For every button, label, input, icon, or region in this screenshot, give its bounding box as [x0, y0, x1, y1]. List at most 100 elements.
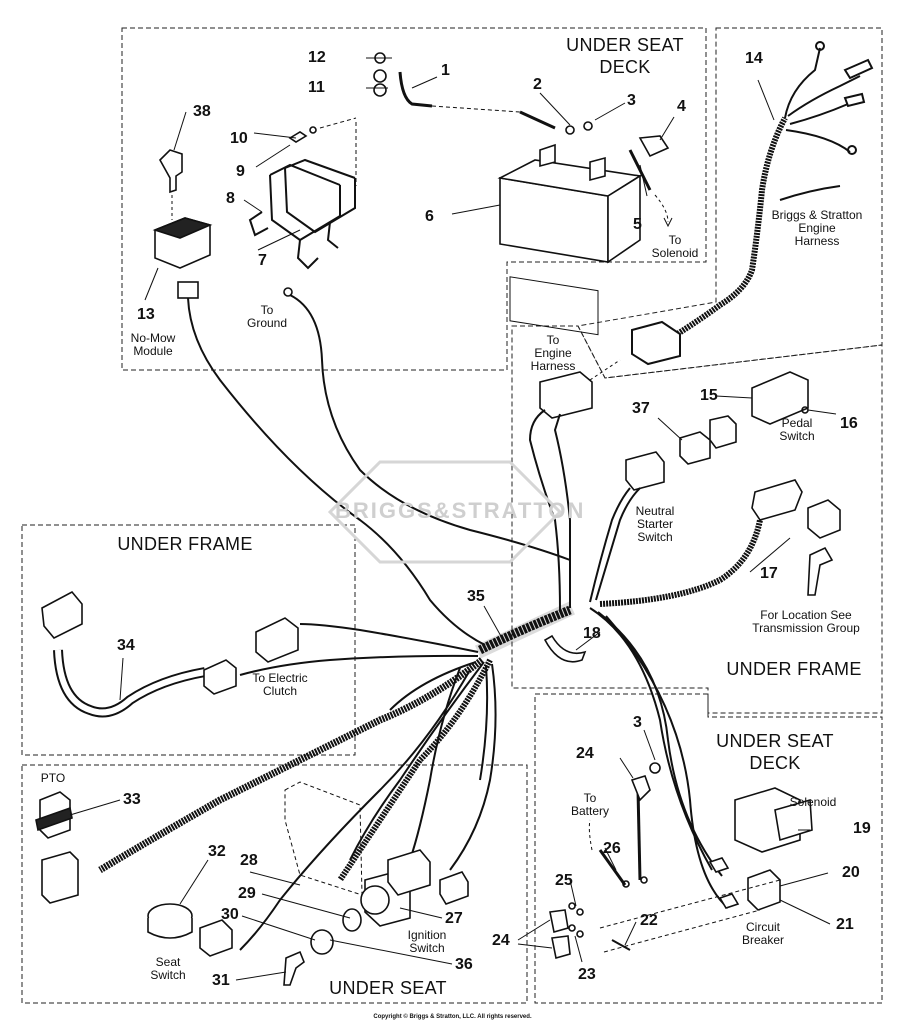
label-line: Breaker: [741, 933, 785, 947]
battery-terminal-neg: [539, 143, 556, 168]
right-devices: [539, 359, 841, 663]
spade-terminal-2: [843, 92, 866, 108]
engine-harness-plug: [539, 371, 593, 419]
border-under-seat-deck-bottom: [534, 693, 883, 1004]
to-engine-harness-arrow: [589, 359, 621, 381]
region-under-seat-bottom: UNDER SEAT: [329, 978, 447, 998]
under-seat-devices: [35, 781, 469, 986]
connector-37a: [679, 431, 711, 465]
branch-solenoid-b: [597, 611, 723, 877]
label-line: No-Mow: [130, 331, 176, 345]
branch-pedal: [599, 519, 763, 607]
watermark-frame: [327, 460, 563, 564]
label-no-mow-module: No-Mow Module: [118, 332, 188, 358]
ring-terminal-2: [847, 145, 857, 155]
spade-terminal-1: [843, 58, 874, 80]
seat-connector: [199, 919, 233, 957]
callout-38: 38: [193, 103, 211, 120]
battery-terminal-pos: [589, 156, 606, 182]
branch-solenoid-a: [589, 607, 713, 871]
ring-terminal-top: [815, 41, 825, 51]
terminal-a: [708, 857, 730, 873]
callout-29: 29: [238, 885, 256, 902]
module-13-top: [152, 217, 213, 239]
label-for-location: For Location See Transmission Group: [738, 609, 874, 635]
harness-34-inner: [55, 649, 206, 716]
key-38: [159, 149, 183, 194]
washer-25b: [576, 908, 584, 916]
nut-29: [342, 908, 362, 932]
branch-seat: [239, 669, 471, 951]
callout-34: 34: [117, 637, 135, 654]
pedal-connector: [751, 479, 803, 521]
label-pto: PTO: [40, 771, 66, 785]
part-17-key: [807, 546, 834, 596]
harness-35-cover: [475, 601, 575, 659]
region-under-frame-left: UNDER FRAME: [117, 534, 253, 554]
branch-pto: [98, 657, 485, 874]
connector-small: [439, 871, 469, 905]
label-line: Seat: [155, 955, 181, 969]
label-line: Circuit: [745, 920, 780, 934]
harness-35-trunk: [477, 605, 572, 655]
callout-25: 25: [555, 872, 573, 889]
callout-3: 3: [627, 92, 636, 109]
label-line: To: [583, 791, 597, 805]
washer-ring-a: [622, 880, 630, 888]
branch-pto-b: [389, 661, 477, 711]
bolt-9: [288, 131, 308, 143]
branch-ignition-b: [349, 661, 485, 861]
label-line: Module: [133, 344, 173, 358]
label-line: Switch: [150, 968, 186, 982]
callout-11: 11: [308, 79, 325, 96]
engine-harness-wire-b: [787, 75, 861, 117]
region-under-frame-right: UNDER FRAME: [726, 659, 862, 679]
label-to-solenoid: To Solenoid: [640, 234, 710, 260]
callout-18: 18: [583, 625, 601, 642]
branch-clutch: [299, 623, 479, 653]
label-line: Transmission Group: [752, 621, 860, 635]
branch-to-engine-plug-b: [553, 413, 572, 608]
label-to-electric-clutch: To Electric Clutch: [240, 672, 320, 698]
callout-3-bottom: 3: [633, 714, 642, 731]
callout-10: 10: [230, 130, 248, 147]
callout-21: 21: [836, 916, 854, 933]
under-frame-left-devices: [41, 590, 299, 718]
callout-17: 17: [760, 565, 778, 582]
region-under-seat-deck-top: UNDER SEAT DECK: [555, 34, 695, 78]
label-line: To Electric: [252, 671, 308, 685]
callout-9: 9: [236, 163, 245, 180]
callout-32: 32: [208, 843, 226, 860]
module-wire: [187, 297, 486, 646]
label-line: Battery: [570, 804, 609, 818]
main-harness: [98, 409, 763, 951]
part-17-switch: [807, 499, 841, 539]
engine-harness-wire-a: [784, 47, 821, 119]
engine-harness-wire-c: [789, 103, 849, 125]
callout-26: 26: [603, 840, 621, 857]
washer-2: [565, 125, 575, 135]
branch-down: [449, 663, 497, 871]
washer-25a: [568, 902, 576, 910]
cable-26b: [636, 789, 642, 881]
callout-27: 27: [445, 910, 463, 927]
callout-36: 36: [455, 956, 473, 973]
label-line: Harness: [794, 234, 840, 248]
clutch-connector-b: [203, 659, 237, 695]
callout-30: 30: [221, 906, 239, 923]
under-seat-deck-bottom-devices: [549, 762, 813, 960]
cable-26: [598, 849, 627, 886]
washer-11a: [373, 69, 387, 83]
ground-wire: [289, 294, 571, 561]
region-line: UNDER SEAT: [716, 731, 834, 751]
engine-harness-wire-e: [779, 185, 841, 201]
label-to-battery: To Battery: [560, 792, 620, 818]
callout-4: 4: [677, 98, 686, 115]
washer-23b: [576, 930, 584, 938]
label-line: For Location See: [760, 608, 852, 622]
callout-22: 22: [640, 912, 658, 929]
branch-clutch-b: [239, 654, 479, 676]
cable-1-dash: [431, 105, 521, 113]
callout-28: 28: [240, 852, 258, 869]
